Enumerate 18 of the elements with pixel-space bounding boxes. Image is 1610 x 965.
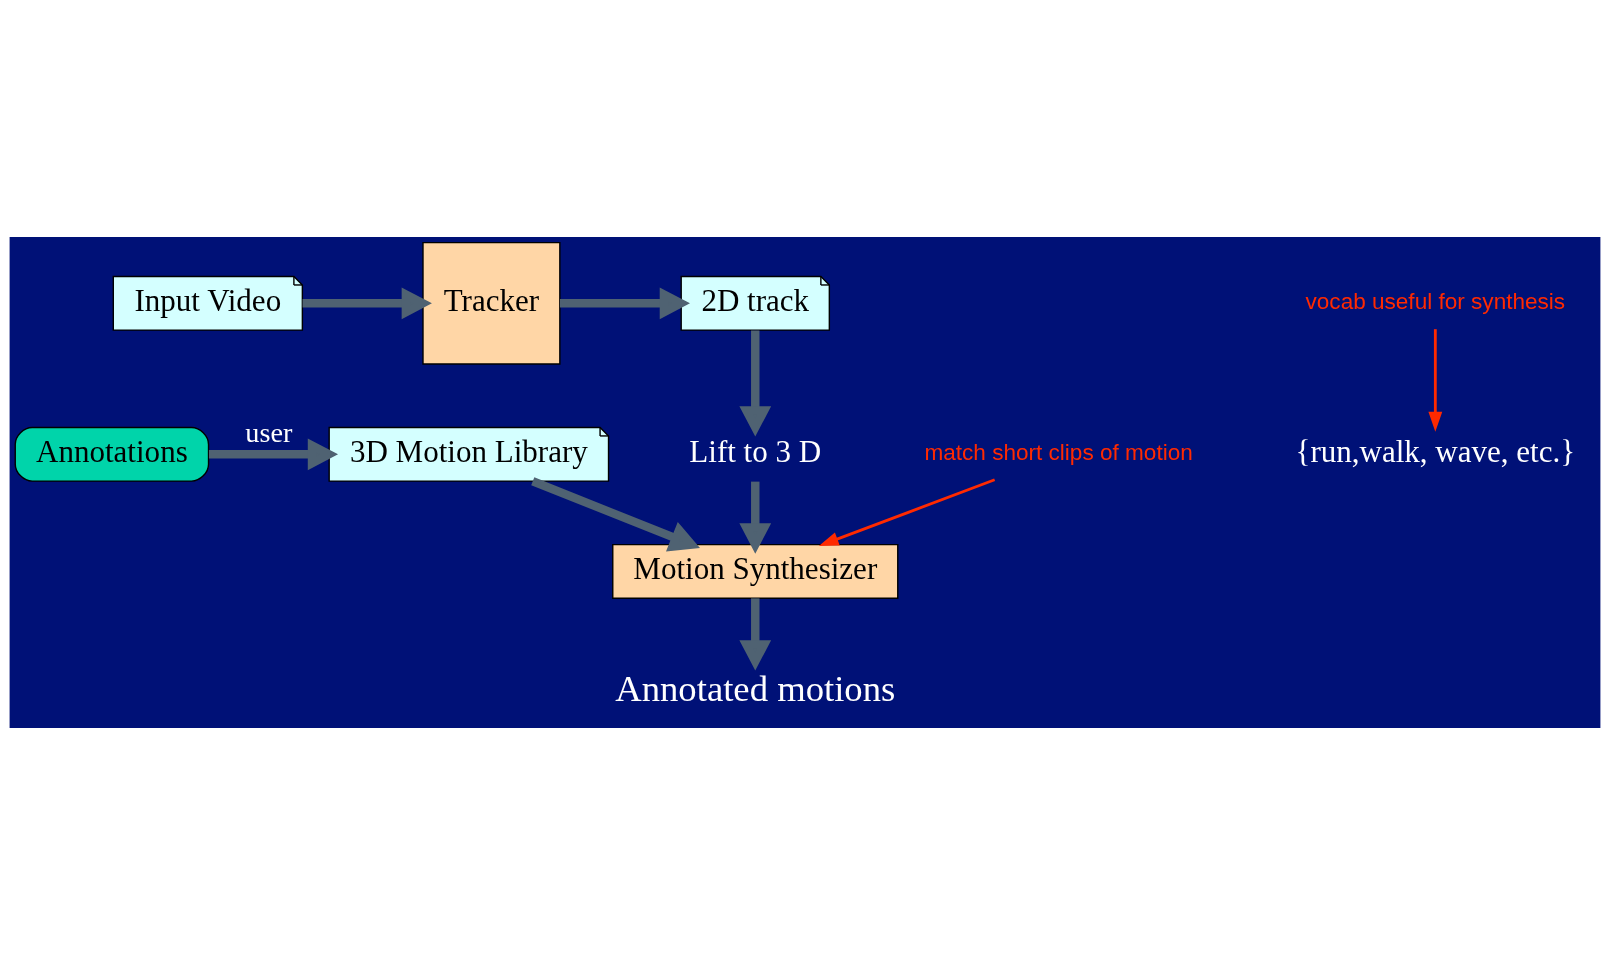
node-box: Annotations — [14, 426, 210, 482]
node-text: {run,walk, wave, etc.} — [1295, 434, 1576, 470]
arrow — [208, 438, 339, 471]
arrow — [302, 287, 432, 320]
arrow — [739, 330, 772, 437]
node-box: Tracker — [422, 241, 561, 365]
arrow — [1428, 329, 1443, 432]
arrow — [739, 598, 772, 671]
edge-label: user — [245, 416, 293, 448]
node-box: Motion Synthesizer — [612, 543, 899, 599]
arrow — [818, 478, 996, 547]
arrow — [739, 481, 772, 554]
node-text: match short clips of motion — [924, 439, 1193, 465]
arrow — [559, 287, 690, 320]
node-text: Lift to 3 D — [689, 434, 822, 470]
node-text: Annotated motions — [615, 667, 896, 709]
node-text: vocab useful for synthesis — [1305, 288, 1566, 314]
arrow — [531, 477, 700, 552]
